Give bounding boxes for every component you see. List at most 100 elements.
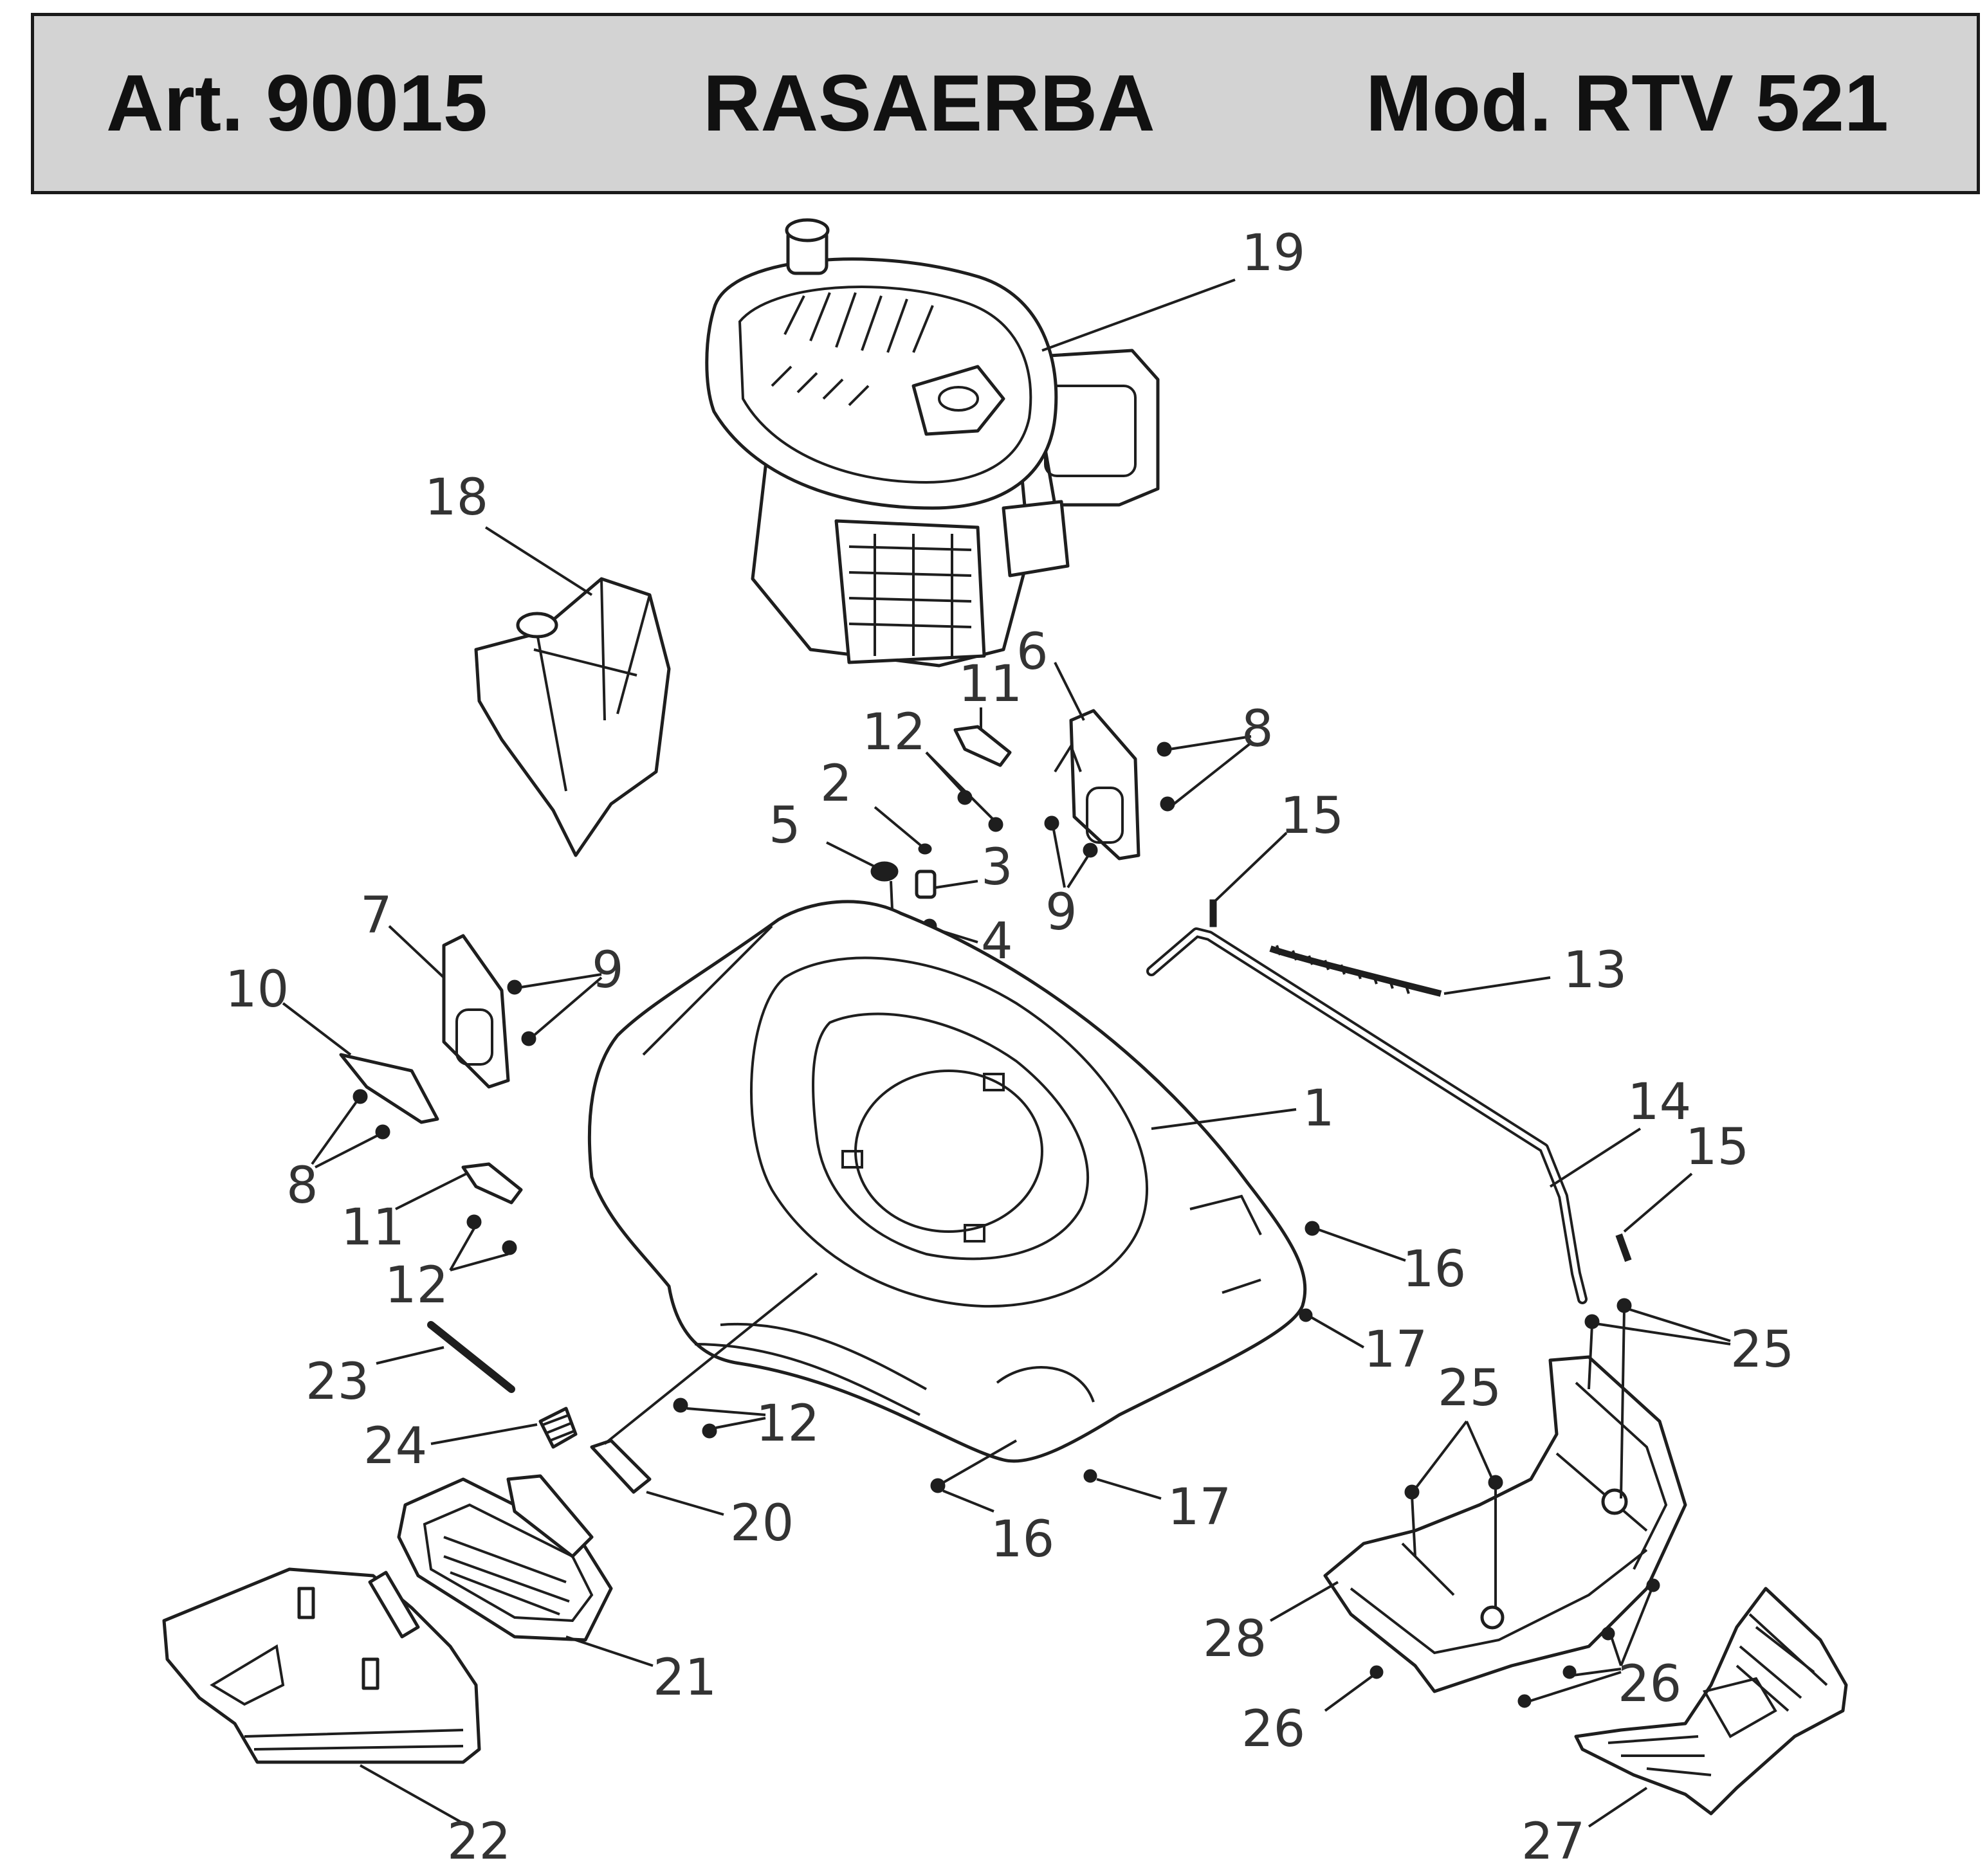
callout-6: 6 xyxy=(1016,623,1048,681)
callout-17-front: 17 xyxy=(1167,1479,1231,1536)
leader-17b xyxy=(1096,1478,1162,1500)
leader-23 xyxy=(376,1346,444,1365)
leader-12a2 xyxy=(925,751,995,821)
left-bracket-part xyxy=(442,934,510,1089)
callout-1: 1 xyxy=(1303,1080,1335,1138)
engine-part xyxy=(705,218,1160,668)
callout-23: 23 xyxy=(306,1353,369,1411)
leader-25a2 xyxy=(1627,1307,1731,1342)
title-bar: Art. 90015 RASAERBA Mod. RTV 521 xyxy=(31,13,1980,194)
callout-24: 24 xyxy=(363,1417,427,1475)
callout-16-right: 16 xyxy=(1402,1241,1466,1298)
leader-25a xyxy=(1595,1322,1731,1345)
callout-13: 13 xyxy=(1563,942,1627,999)
callout-14: 14 xyxy=(1627,1073,1691,1131)
callout-10: 10 xyxy=(225,961,289,1019)
leader-8a xyxy=(1169,735,1252,751)
callout-27: 27 xyxy=(1521,1813,1585,1871)
leader-11b xyxy=(395,1172,467,1210)
leader-9b2 xyxy=(533,976,603,1037)
leader-1 xyxy=(1151,1108,1297,1130)
callout-7: 7 xyxy=(360,887,392,945)
leader-16b-a xyxy=(937,1439,1017,1487)
leader-25b3 xyxy=(1411,1495,1416,1557)
right-bracket-part xyxy=(1054,709,1140,861)
callout-9-left: 9 xyxy=(592,942,624,999)
rear-guard-part xyxy=(1574,1587,1848,1816)
callout-12-lower: 12 xyxy=(385,1257,448,1315)
leader-26b2 xyxy=(1610,1636,1622,1666)
callout-2: 2 xyxy=(820,755,852,813)
scraper-plate-part xyxy=(339,1053,439,1124)
leader-25b xyxy=(1414,1420,1468,1490)
leader-9a2 xyxy=(1067,854,1090,889)
leader-8a2 xyxy=(1173,742,1252,805)
callout-3: 3 xyxy=(981,839,1013,897)
leader-12b2 xyxy=(450,1253,509,1271)
leader-27 xyxy=(1588,1787,1648,1828)
leader-26b4 xyxy=(1529,1671,1622,1702)
leader-17a xyxy=(1310,1316,1364,1349)
leader-10 xyxy=(282,1002,352,1056)
callout-11-lower: 11 xyxy=(341,1199,405,1257)
callout-19: 19 xyxy=(1241,224,1305,282)
callout-9-right: 9 xyxy=(1045,884,1077,942)
rod-part xyxy=(427,1321,515,1393)
callout-16-front: 16 xyxy=(991,1511,1054,1569)
callout-28: 28 xyxy=(1203,1610,1267,1668)
callout-25-right: 25 xyxy=(1730,1321,1794,1379)
callout-21: 21 xyxy=(653,1649,717,1707)
callout-26-right: 26 xyxy=(1618,1655,1681,1713)
leader-21 xyxy=(565,1635,654,1667)
article-number: Art. 90015 xyxy=(106,59,488,148)
callout-12-middle: 12 xyxy=(756,1395,820,1453)
spring-13-part xyxy=(1269,945,1442,997)
leader-15a xyxy=(1214,832,1288,902)
product-name: RASAERBA xyxy=(703,59,1155,148)
leader-9b xyxy=(520,973,602,988)
leader-8b xyxy=(311,1100,358,1165)
leader-14 xyxy=(1549,1127,1642,1188)
clip-upper-part xyxy=(953,725,1012,767)
callout-26-left: 26 xyxy=(1241,1700,1305,1758)
leader-19 xyxy=(1041,278,1236,352)
leader-16b xyxy=(942,1489,994,1513)
leader-deck-hinge xyxy=(603,1272,818,1445)
callout-20: 20 xyxy=(730,1495,794,1553)
leader-25b2 xyxy=(1465,1421,1494,1480)
leader-3 xyxy=(935,880,978,889)
callout-15-upper: 15 xyxy=(1280,787,1344,845)
leader-8b2 xyxy=(315,1134,379,1169)
leader-7 xyxy=(388,925,445,979)
leader-12c xyxy=(686,1407,766,1416)
clip-lower-part xyxy=(461,1162,523,1205)
model-number: Mod. RTV 521 xyxy=(1366,59,1889,148)
callout-22: 22 xyxy=(447,1813,511,1871)
callout-11-upper: 11 xyxy=(958,655,1022,713)
leader-26a xyxy=(1324,1674,1375,1712)
callout-25-left: 25 xyxy=(1438,1360,1501,1417)
discharge-chute-part xyxy=(162,1567,481,1764)
leader-13 xyxy=(1443,976,1551,995)
leader-2 xyxy=(874,806,922,847)
callout-17-right: 17 xyxy=(1364,1321,1427,1379)
leader-28 xyxy=(1270,1581,1339,1622)
leader-9a xyxy=(1052,829,1066,888)
hinge-part xyxy=(590,1439,652,1494)
callout-15-lower: 15 xyxy=(1685,1118,1749,1176)
callout-5: 5 xyxy=(769,797,801,855)
leader-26b xyxy=(1620,1585,1654,1666)
side-door-part xyxy=(397,1474,613,1642)
deck-part xyxy=(587,900,1307,1463)
leader-6 xyxy=(1054,662,1085,721)
leader-12b xyxy=(449,1228,475,1271)
leader-12c2 xyxy=(715,1417,766,1429)
leader-25a4 xyxy=(1620,1308,1625,1499)
leader-25a3 xyxy=(1588,1324,1593,1390)
leader-18 xyxy=(484,526,593,596)
bushing-part xyxy=(915,870,937,899)
leader-24 xyxy=(430,1423,538,1445)
leader-5 xyxy=(826,841,879,870)
leader-20 xyxy=(646,1491,724,1516)
